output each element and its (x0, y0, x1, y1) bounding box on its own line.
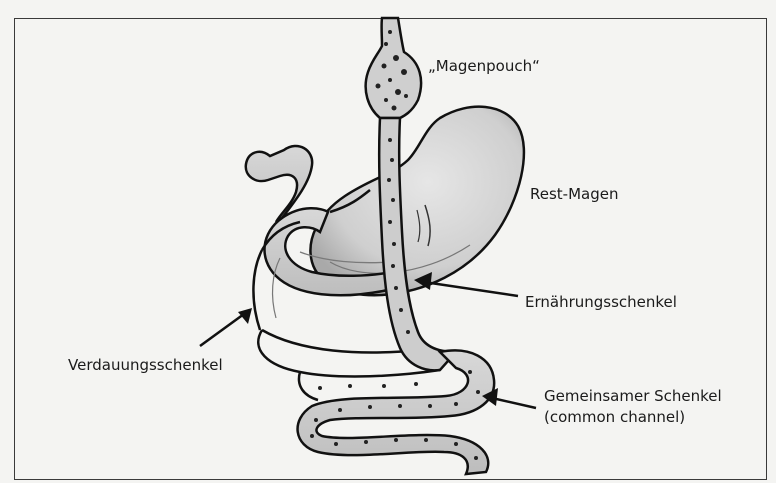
common-channel-shape (298, 350, 495, 474)
label-magenpouch: „Magenpouch“ (428, 56, 540, 76)
label-rest-magen: Rest-Magen (530, 184, 618, 204)
label-gemeinsamer-schenkel: Gemeinsamer Schenkel (544, 386, 722, 406)
rest-magen-shape (310, 107, 523, 296)
arrow-verdauungsschenkel (200, 308, 252, 346)
esophagus-shape (366, 18, 421, 118)
label-verdauungsschenkel: Verdauungsschenkel (68, 355, 223, 375)
label-common-channel: (common channel) (544, 407, 685, 427)
label-ernaehrungsschenkel: Ernährungsschenkel (525, 292, 677, 312)
arrow-ernaehrungsschenkel (414, 272, 518, 296)
